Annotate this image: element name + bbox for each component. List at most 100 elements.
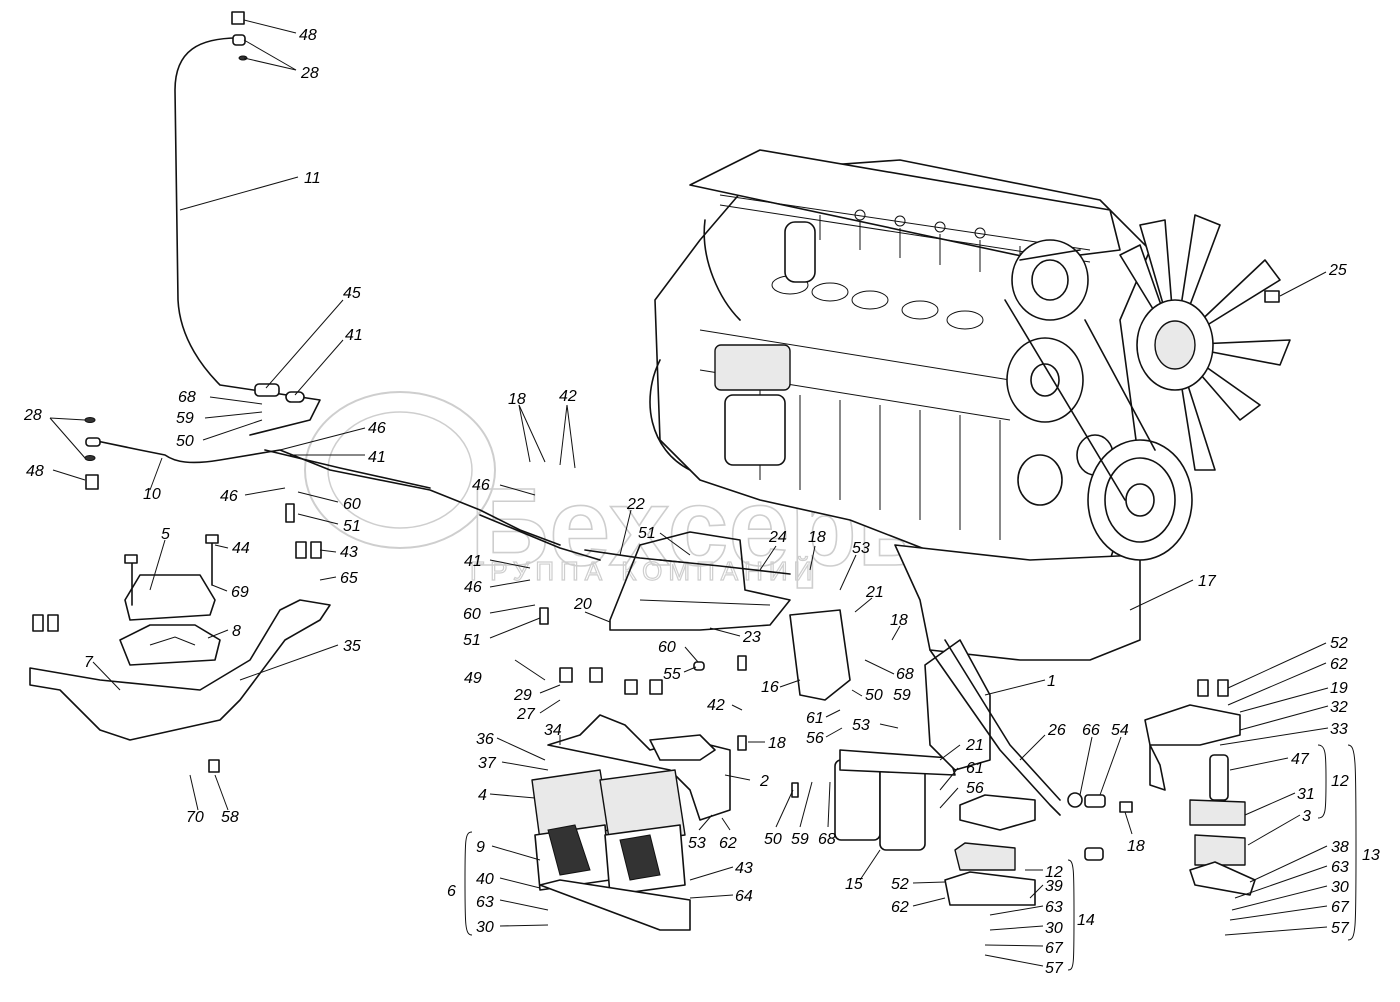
- watermark-subtitle: ГРУППА КОМПАНИЙ: [470, 556, 818, 586]
- callout-3: 3: [1302, 808, 1311, 825]
- callout-9: 9: [476, 839, 485, 856]
- callout-53-c: 53: [688, 835, 706, 852]
- callout-69: 69: [231, 584, 249, 601]
- engine-assembly: [649, 149, 1291, 661]
- callout-68-b: 68: [896, 666, 914, 683]
- callout-28-b: 28: [23, 407, 42, 424]
- callout-52: 52: [891, 876, 909, 893]
- callout-7: 7: [84, 654, 94, 671]
- callout-46-b: 46: [220, 488, 238, 505]
- callout-59-c: 59: [791, 831, 809, 848]
- callout-65: 65: [340, 570, 358, 587]
- callout-49: 49: [464, 670, 482, 687]
- callout-4: 4: [478, 787, 487, 804]
- callout-63-b: 63: [1045, 899, 1063, 916]
- callout-5: 5: [161, 526, 170, 543]
- callout-42: 42: [559, 388, 577, 405]
- group-braces: [464, 744, 1357, 971]
- fan: [1119, 214, 1291, 471]
- callout-22: 22: [626, 496, 645, 513]
- bracket-26: [924, 639, 1106, 816]
- callout-52-b: 52: [1330, 635, 1348, 652]
- callout-55: 55: [663, 666, 681, 683]
- callout-6: 6: [447, 883, 456, 900]
- callout-30-c: 30: [1331, 879, 1349, 896]
- callout-18-c: 18: [890, 612, 908, 629]
- right-mount-13: [1144, 679, 1256, 896]
- callout-67-b: 67: [1331, 899, 1350, 916]
- callout-63-c: 63: [1331, 859, 1349, 876]
- callout-64: 64: [735, 888, 753, 905]
- callout-42-b: 42: [707, 697, 725, 714]
- leader-lines: [49, 19, 1329, 967]
- left-mount-assembly: [29, 534, 331, 741]
- callout-56-b: 56: [966, 780, 984, 797]
- callout-2: 2: [759, 773, 769, 790]
- callout-48: 48: [299, 27, 317, 44]
- callout-41: 41: [345, 327, 363, 344]
- callout-59: 59: [176, 410, 194, 427]
- callout-31: 31: [1297, 786, 1315, 803]
- rear-mount-14: [944, 794, 1104, 906]
- fuel-filters: [789, 609, 956, 851]
- callout-45: 45: [343, 285, 361, 302]
- callout-27: 27: [516, 706, 536, 723]
- callout-1: 1: [1047, 673, 1056, 690]
- callout-54: 54: [1111, 722, 1129, 739]
- callout-34: 34: [544, 722, 562, 739]
- callout-62: 62: [719, 835, 737, 852]
- callout-43-b: 43: [735, 860, 753, 877]
- callout-11: 11: [304, 170, 321, 187]
- callout-68-c: 68: [818, 831, 836, 848]
- callout-16: 16: [761, 679, 779, 696]
- front-mount-assembly: [531, 714, 731, 931]
- callout-18-b: 18: [808, 529, 826, 546]
- callout-25: 25: [1328, 262, 1347, 279]
- callout-60-c: 60: [658, 639, 676, 656]
- callout-41-b: 41: [368, 449, 386, 466]
- callout-51-c: 51: [463, 632, 481, 649]
- callout-30: 30: [476, 919, 494, 936]
- callout-60-b: 60: [463, 606, 481, 623]
- callout-46-c: 46: [472, 477, 490, 494]
- callout-51: 51: [343, 518, 361, 535]
- callout-61: 61: [806, 710, 824, 727]
- callout-50-c: 50: [764, 831, 782, 848]
- callout-18-e: 18: [1127, 838, 1145, 855]
- callout-58: 58: [221, 809, 239, 826]
- callout-53: 53: [852, 540, 870, 557]
- callout-29: 29: [513, 687, 532, 704]
- callout-26: 26: [1047, 722, 1066, 739]
- callout-51-b: 51: [638, 525, 656, 542]
- callout-21-b: 21: [965, 737, 984, 754]
- callout-57: 57: [1045, 960, 1064, 977]
- callout-66: 66: [1082, 722, 1100, 739]
- callout-59-b: 59: [893, 687, 911, 704]
- callout-67: 67: [1045, 940, 1064, 957]
- callout-24: 24: [768, 529, 787, 546]
- callout-50: 50: [176, 433, 194, 450]
- callout-38: 38: [1331, 839, 1349, 856]
- callout-39: 39: [1045, 878, 1063, 895]
- fasteners: [84, 11, 1280, 813]
- callout-30-b: 30: [1045, 920, 1063, 937]
- callout-46-d: 46: [464, 579, 482, 596]
- callout-56: 56: [806, 730, 824, 747]
- callout-21: 21: [865, 584, 884, 601]
- callout-32: 32: [1330, 699, 1348, 716]
- callout-43: 43: [340, 544, 358, 561]
- callout-18-d: 18: [768, 735, 786, 752]
- callout-23: 23: [742, 629, 761, 646]
- callout-12-b: 12: [1331, 773, 1349, 790]
- callout-68: 68: [178, 389, 196, 406]
- callout-10: 10: [143, 486, 161, 503]
- callout-28: 28: [300, 65, 319, 82]
- callout-18: 18: [508, 391, 526, 408]
- callout-36: 36: [476, 731, 494, 748]
- callout-70: 70: [186, 809, 204, 826]
- callout-44: 44: [232, 540, 250, 557]
- callout-33: 33: [1330, 721, 1348, 738]
- callout-41-c: 41: [464, 553, 482, 570]
- callout-12: 12: [1045, 864, 1063, 881]
